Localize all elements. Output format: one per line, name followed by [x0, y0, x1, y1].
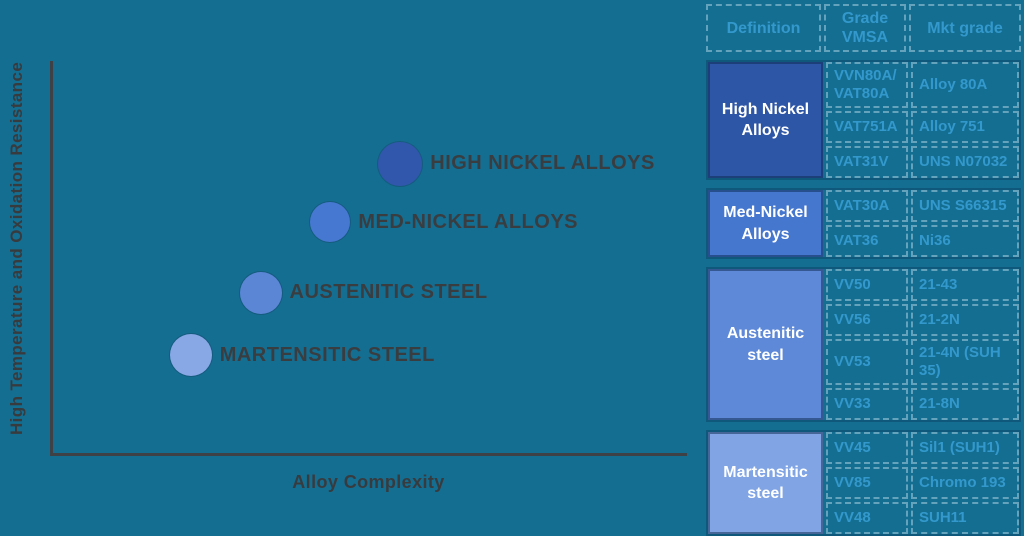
- mkt-grade-cell: Alloy 751: [911, 111, 1019, 144]
- bubble-point: [378, 141, 423, 186]
- definition-cell: High Nickel Alloys: [708, 62, 823, 179]
- grade-vmsa-cell: VAT30A: [826, 190, 908, 223]
- grade-vmsa-cell: VAT751A: [826, 111, 908, 144]
- mkt-grade-cell: UNS N07032: [911, 146, 1019, 179]
- grade-table-header: Definition Grade VMSA Mkt grade: [706, 4, 1021, 53]
- mkt-grade-cell: 21-4N (SUH 35): [911, 339, 1019, 386]
- alloy-complexity-chart: High Temperature and Oxidation Resistanc…: [7, 61, 687, 492]
- y-axis-title: High Temperature and Oxidation Resistanc…: [7, 61, 26, 435]
- header-grade-vmsa: Grade VMSA: [824, 4, 906, 53]
- mkt-grade-cell: SUH11: [911, 502, 1019, 535]
- definition-cell: Med-Nickel Alloys: [708, 190, 823, 258]
- bubble-label: MED-NICKEL ALLOYS: [358, 210, 579, 233]
- header-definition: Definition: [706, 4, 821, 53]
- grade-vmsa-cell: VAT36: [826, 225, 908, 258]
- grade-vmsa-cell: VV50: [826, 269, 908, 302]
- y-axis-line: [50, 61, 53, 456]
- definition-cell: Austenitic steel: [708, 269, 823, 421]
- x-axis-line: [50, 453, 687, 456]
- grade-vmsa-cell: VV53: [826, 339, 908, 386]
- grade-vmsa-cell: VV56: [826, 304, 908, 337]
- bubble-point: [310, 202, 351, 243]
- mkt-grade-cell: Sil1 (SUH1): [911, 432, 1019, 465]
- x-axis-title: Alloy Complexity: [292, 472, 445, 492]
- grade-vmsa-cell: VV85: [826, 467, 908, 500]
- grade-vmsa-cell: VVN80A/ VAT80A: [826, 62, 908, 109]
- bubble-point: [169, 334, 212, 377]
- definition-cell: Martensitic steel: [708, 432, 823, 535]
- grade-vmsa-cell: VV48: [826, 502, 908, 535]
- mkt-grade-cell: Ni36: [911, 225, 1019, 258]
- grade-vmsa-cell: VAT31V: [826, 146, 908, 179]
- mkt-grade-cell: UNS S66315: [911, 190, 1019, 223]
- mkt-grade-cell: Alloy 80A: [911, 62, 1019, 109]
- mkt-grade-cell: Chromo 193: [911, 467, 1019, 500]
- grade-vmsa-cell: VV45: [826, 432, 908, 465]
- mkt-grade-cell: 21-43: [911, 269, 1019, 302]
- bubble-label: AUSTENITIC STEEL: [289, 281, 488, 304]
- bubble-label: MARTENSITIC STEEL: [219, 343, 435, 366]
- bubble-point: [239, 271, 282, 314]
- grade-table: Definition Grade VMSA Mkt grade High Nic…: [706, 4, 1021, 536]
- mkt-grade-cell: 21-8N: [911, 388, 1019, 421]
- grade-vmsa-cell: VV33: [826, 388, 908, 421]
- bubble-label: HIGH NICKEL ALLOYS: [430, 152, 655, 175]
- header-mkt-grade: Mkt grade: [909, 4, 1021, 53]
- mkt-grade-cell: 21-2N: [911, 304, 1019, 337]
